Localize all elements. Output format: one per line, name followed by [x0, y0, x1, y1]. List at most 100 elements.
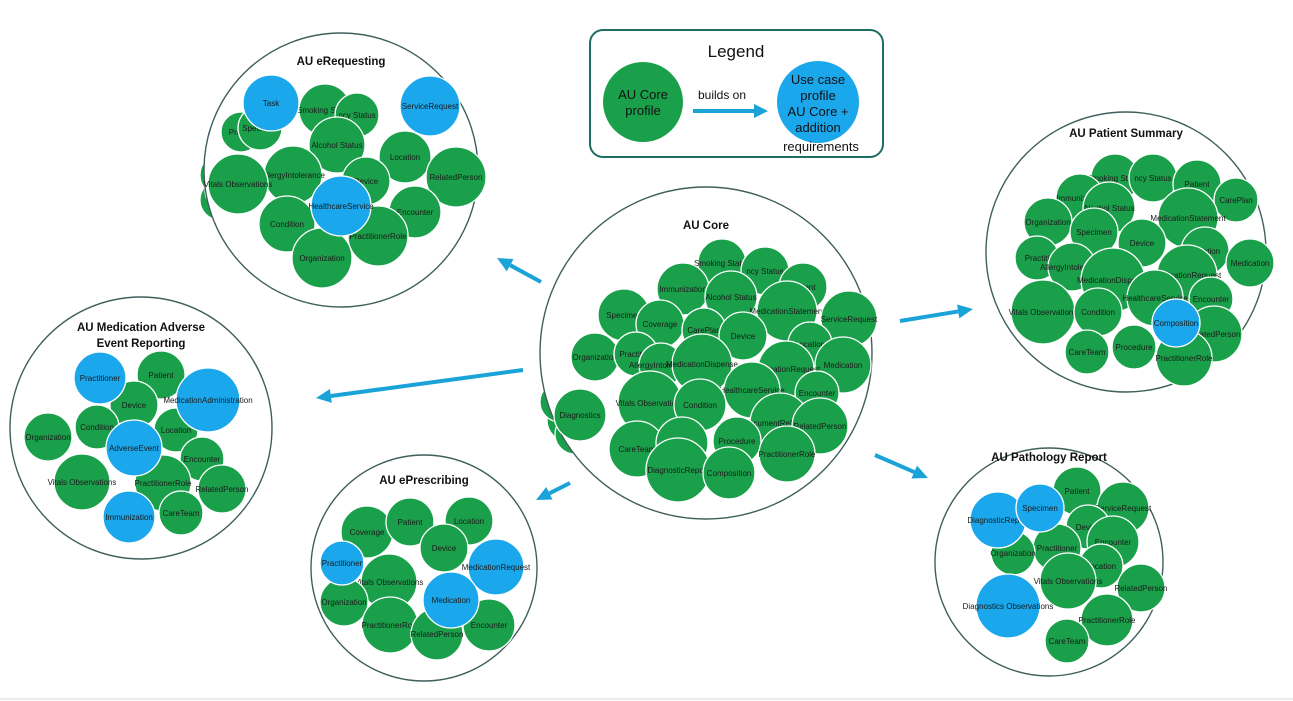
profile-node-circle [425, 146, 487, 208]
profile-node-label: Procedure [1116, 343, 1153, 352]
profile-node-label: Immunization [659, 285, 707, 294]
profile-node-circle [553, 388, 607, 442]
cluster-title-mad: Event Reporting [97, 338, 186, 350]
profile-node-label: RelatedPerson [794, 422, 847, 431]
profile-node-location: Location [378, 130, 432, 184]
profile-node-label: MedicationStatement [1150, 214, 1226, 223]
profile-node-label: RelatedPerson [1188, 330, 1241, 339]
profile-node-label: Condition [683, 401, 717, 410]
profile-node-label: Location [454, 517, 484, 526]
profile-node-label: Vitals Observations [616, 399, 685, 408]
profile-node-healthcareservice: HealthcareService [308, 175, 374, 237]
profile-node-circle [1111, 324, 1157, 370]
arrow-shaft [509, 263, 542, 284]
profile-node-careteam: CareTeam [1044, 618, 1090, 664]
legend-usecase-label-line1: Use case [791, 72, 845, 87]
profile-node-label: Organization [25, 433, 70, 442]
profile-node-medication: Medication [422, 571, 480, 629]
profile-node-circle [702, 446, 756, 500]
profile-node-label: Organization [572, 353, 617, 362]
arrow-shaft [330, 368, 524, 398]
profile-node-circle [73, 351, 127, 405]
cluster-path-nodes: PatientServiceRequestDevicePractitionerO… [963, 466, 1167, 664]
profile-node-label: HealthcareService [1122, 294, 1188, 303]
profile-node-label: Medication [432, 596, 471, 605]
arrow-shaft [899, 309, 959, 323]
profile-node-label: PractitionerRole [350, 232, 407, 241]
builds-on-arrow [497, 258, 542, 284]
profile-node-label: CareTeam [619, 445, 656, 454]
profile-node-label: AllergyIntolerance [261, 171, 326, 180]
profile-node-device: Device [419, 523, 469, 573]
legend-usecase-label-line5: requirements [783, 139, 859, 154]
profile-node-label: DiagnosticReport [647, 466, 709, 475]
profile-node-label: CareTeam [163, 509, 200, 518]
profile-node-circle [102, 490, 156, 544]
profile-node-label: CareTeam [1069, 348, 1106, 357]
profile-node-diagnosticreport: DiagnosticReport [645, 437, 711, 503]
profile-node-label: Practitioner [322, 559, 363, 568]
profile-node-label: ServiceRequest [1095, 504, 1152, 513]
profile-node-circle [1044, 618, 1090, 664]
profile-node-label: Device [1130, 239, 1155, 248]
profile-node-label: DiagnosticReport [967, 516, 1029, 525]
cluster-title-ps: AU Patient Summary [1069, 128, 1183, 140]
profile-node-label: Specimen [1076, 228, 1112, 237]
cluster-title-epres: AU ePrescribing [379, 475, 468, 487]
profile-node-label: Specimen [1022, 504, 1058, 513]
profile-node-label: Device [354, 177, 379, 186]
profile-node-circle [422, 571, 480, 629]
profile-node-label: Practiti [1025, 254, 1050, 263]
profile-node-label: Organization [1025, 218, 1070, 227]
profile-node-circle [385, 497, 435, 547]
profile-node-device: Device [718, 311, 768, 361]
builds-on-arrow [536, 481, 571, 500]
profile-node-label: Vitals Observations [1034, 577, 1103, 586]
profile-node-careplan: CarePlan [1213, 177, 1259, 223]
profile-node-alcohol-status: Alcohol Status [308, 116, 366, 174]
profile-node-circle [319, 540, 365, 586]
profile-node-label: Immunization [1056, 194, 1104, 203]
cluster-title-ereq: AU eRequesting [297, 56, 386, 68]
profile-node-label: Encounter [1095, 538, 1132, 547]
arrow-head [957, 304, 973, 319]
profile-node-label: Encounter [1193, 295, 1230, 304]
profile-node-label: Medication [824, 361, 863, 370]
profile-node-circle [1225, 238, 1275, 288]
profile-node-label: HealthcareService [308, 202, 374, 211]
profile-node-label: Organization [299, 254, 344, 263]
arrow-shaft [548, 481, 571, 496]
profile-node-label: Practition [619, 350, 652, 359]
profile-node-circle [1039, 552, 1097, 610]
profile-node-organization: Organization [291, 227, 353, 289]
profile-node-circle [399, 75, 461, 137]
profile-node-label: MedicationRequest [752, 365, 821, 374]
arrow-head [497, 258, 514, 272]
builds-on-arrow [316, 368, 524, 403]
profile-node-label: PractitionerRole [362, 621, 419, 630]
profile-node-label: AllergyIntolerance [1040, 263, 1105, 272]
profile-node-circle [975, 573, 1041, 639]
profile-node-label: Location [161, 426, 191, 435]
profile-node-label: RelatedPerson [411, 630, 464, 639]
profile-node-circle [308, 116, 366, 174]
profile-node-specimen: Specimen [1015, 483, 1065, 533]
legend-usecase-label-line2: profile [800, 88, 835, 103]
legend-usecase-swatch [777, 61, 859, 143]
profile-node-label: Patient [149, 371, 175, 380]
legend-title: Legend [708, 42, 765, 61]
profile-node-label: CarePlan [687, 326, 720, 335]
profile-node-label: ServiceRequest [402, 102, 459, 111]
profile-node-label: MedicationAdministration [163, 396, 252, 405]
profile-node-careteam: CareTeam [158, 490, 204, 536]
profile-node-label: Procedure [719, 437, 756, 446]
profile-node-label: CareTeam [1049, 637, 1086, 646]
profile-node-label: MedicationDispense [666, 360, 739, 369]
profile-node-vitals-observations: Vitals Observations [204, 153, 272, 215]
profile-node-organization: Organization [319, 577, 369, 627]
profile-node-circle [718, 311, 768, 361]
profile-node-label: Coverage [350, 528, 385, 537]
